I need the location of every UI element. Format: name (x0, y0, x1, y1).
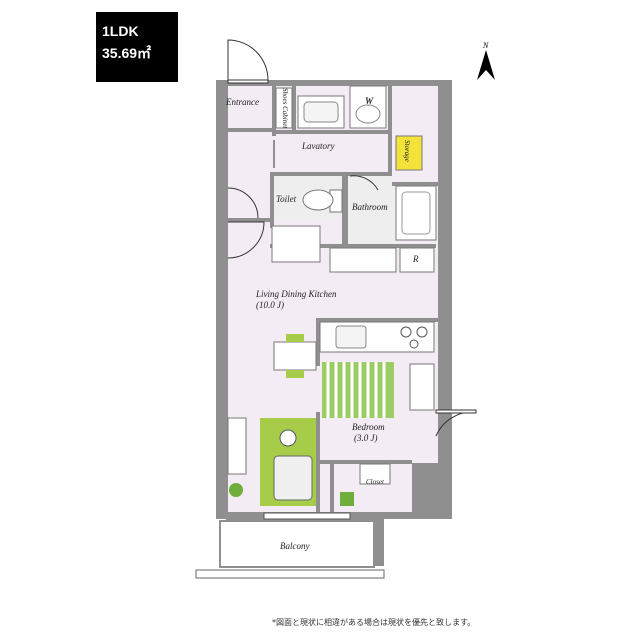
refrigerator (399, 247, 435, 273)
compass-arrow (477, 50, 495, 80)
hanger-rack (271, 225, 321, 263)
storage-label: Storage (403, 140, 411, 162)
kitchen-shelf (329, 247, 397, 273)
refrigerator-label: R (413, 254, 419, 264)
bathtub-inner (401, 191, 431, 235)
closet-label: Closet (366, 478, 384, 486)
tv-stand (227, 417, 247, 475)
washer-label: W (365, 96, 374, 106)
bedroom-size-label: (3.0 J) (354, 433, 378, 443)
north-compass-icon: N (477, 41, 495, 80)
ldk-size-label: (10.0 J) (256, 300, 284, 310)
closet-door-area (359, 463, 391, 485)
floor-area: 35.69㎡ (102, 45, 152, 61)
shoes-cabinet (275, 87, 293, 129)
bathroom-label: Bathroom (352, 202, 388, 212)
entrance-label: Entrance (226, 97, 259, 107)
disclaimer-note: *図面と現状に相違がある場合は現状を優先と致します。 (272, 618, 476, 627)
balcony-area (219, 520, 375, 568)
dining-chair-bottom (286, 370, 304, 378)
lavatory-label: Lavatory (302, 141, 335, 151)
dining-chair-top (286, 334, 304, 342)
washer-drum (355, 104, 381, 124)
layout-type: 1LDK (102, 23, 139, 39)
north-label: N (482, 41, 489, 50)
storage-box (395, 135, 423, 171)
bedside-cabinet (409, 363, 435, 411)
sofa-cushion (273, 455, 313, 501)
bedroom-label: Bedroom (352, 422, 385, 432)
balcony-label: Balcony (280, 541, 310, 551)
dining-table (273, 341, 317, 371)
green-box (340, 492, 354, 506)
balcony-rail (195, 569, 385, 579)
plant-icon (229, 483, 243, 497)
toilet-bowl (302, 189, 334, 211)
shoes-cabinet-label: Shoes Cabinet (281, 88, 289, 129)
kitchen-sink (335, 325, 367, 349)
washbasin-bowl (303, 101, 339, 123)
ldk-label: Living Dining Kitchen (256, 289, 337, 299)
coffee-table (279, 429, 297, 447)
stove-burners (400, 326, 428, 349)
bathroom-floor (348, 176, 392, 244)
balcony-window (263, 512, 351, 520)
interior-walls (228, 86, 438, 512)
door-panels (227, 79, 477, 414)
bed-stripes (326, 362, 386, 418)
toilet-label: Toilet (276, 194, 297, 204)
layout-badge: 1LDK 35.69㎡ (96, 12, 178, 82)
bed (322, 362, 394, 418)
